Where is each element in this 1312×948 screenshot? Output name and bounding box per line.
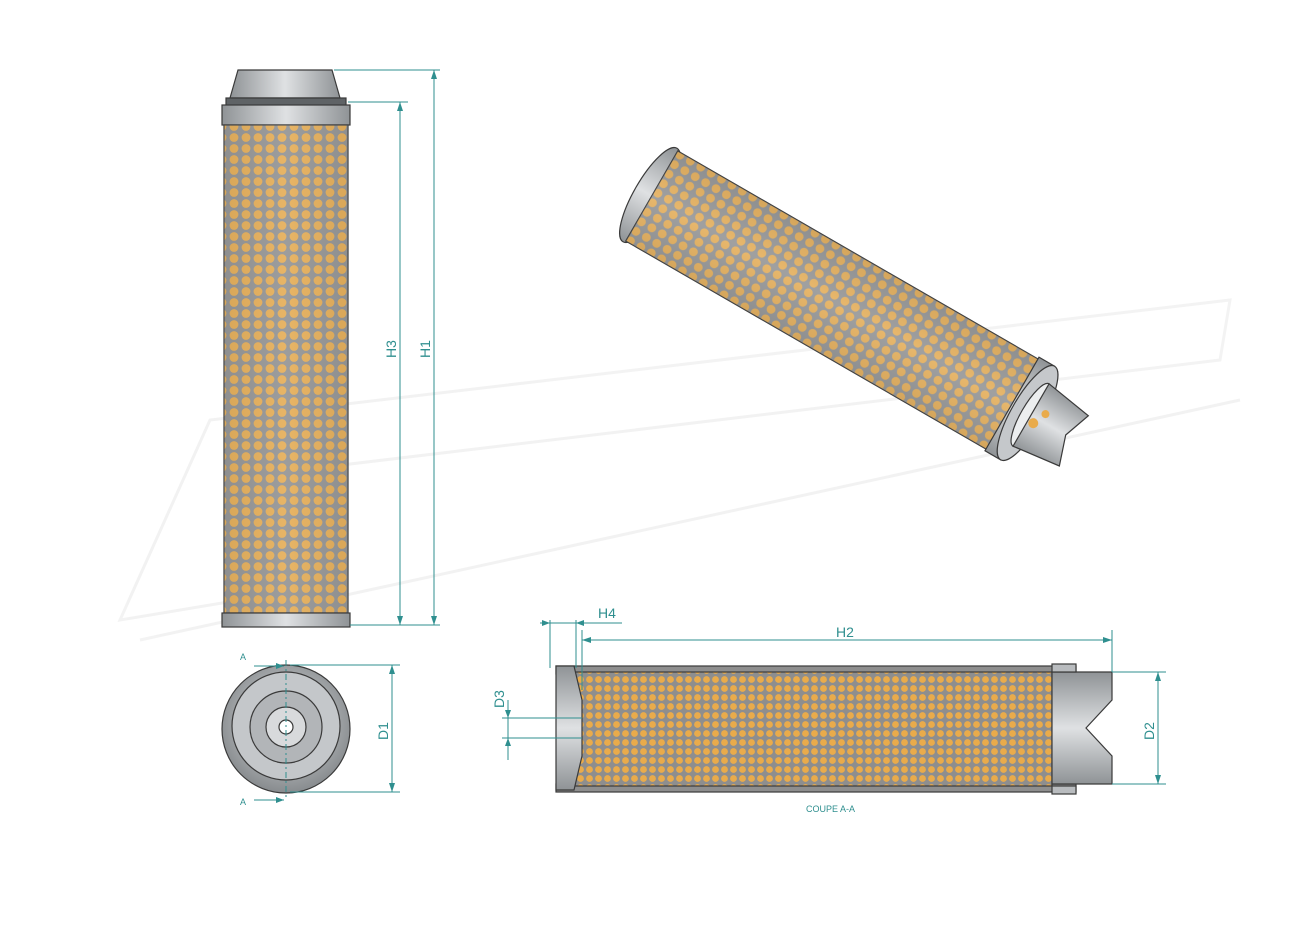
dimension-h4: H4 [540,605,622,668]
iso-outlet-cone [1012,382,1090,467]
section-marker-bottom: A [240,797,246,807]
label-d1: D1 [375,722,391,740]
front-view [221,69,351,628]
dimension-h1: H1 [334,69,440,626]
section-filter-media [573,671,1053,787]
isometric-view [619,146,1090,467]
label-h3: H3 [383,340,399,358]
label-h2: H2 [836,624,854,640]
label-h1: H1 [417,340,433,358]
label-h4: H4 [598,605,616,621]
bottom-end-cap [221,612,351,628]
top-cap [229,69,341,99]
dimension-h3: H3 [348,101,408,626]
dimension-d2: D2 [1112,671,1166,785]
top-view: A A [221,652,351,807]
section-inlet-cap [555,665,583,791]
dimension-d3: D3 [491,690,582,760]
top-end-cap [221,104,351,126]
section-marker-top: A [240,652,246,662]
section-outlet-cone [1051,671,1113,785]
label-d3: D3 [491,690,507,708]
dimension-h2: H2 [581,624,1113,690]
section-caption: COUPE A-A [806,804,855,814]
label-d2: D2 [1141,722,1157,740]
section-view: COUPE A-A [555,663,1113,814]
dimension-d1: D1 [290,664,400,793]
